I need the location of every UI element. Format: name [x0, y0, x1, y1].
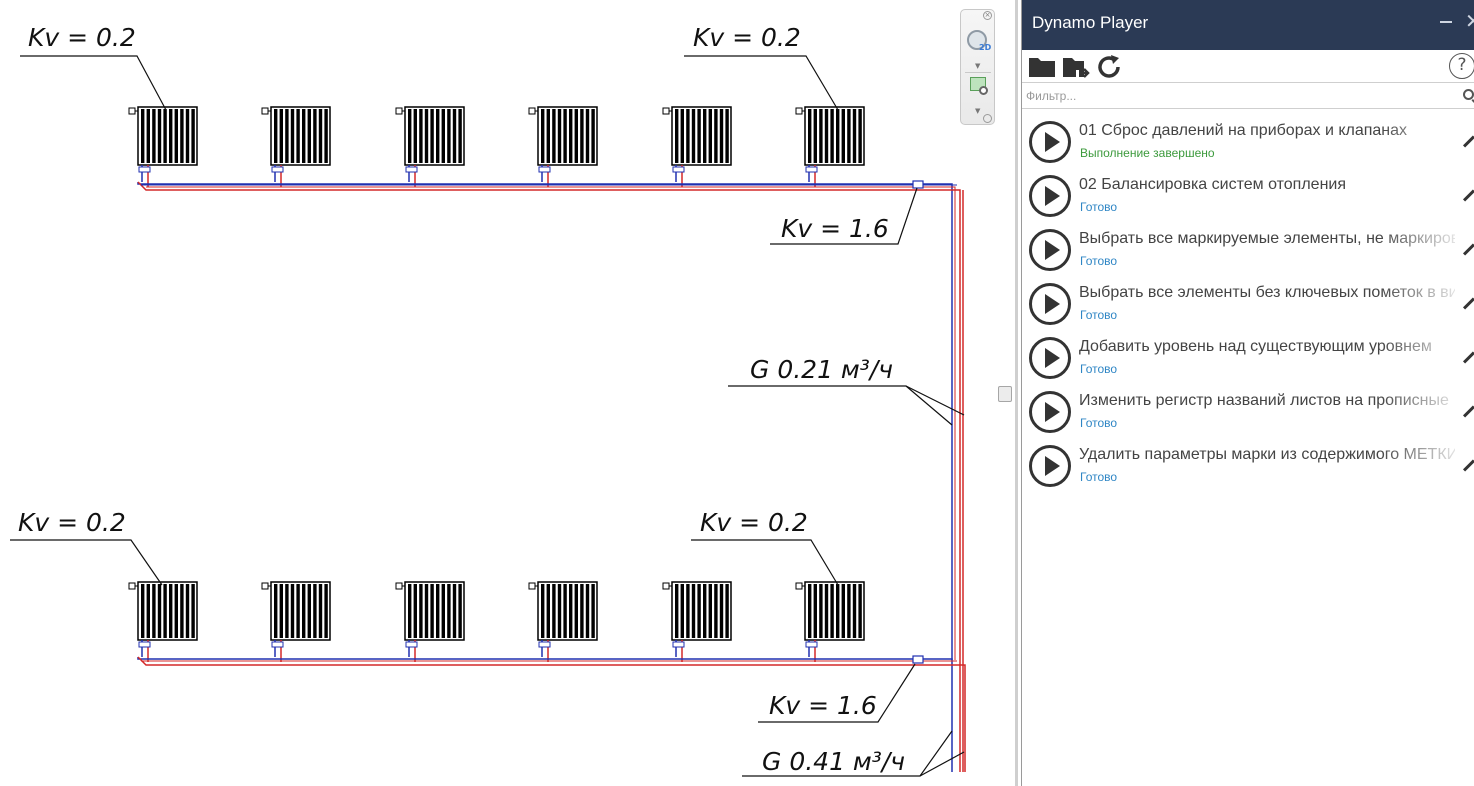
play-icon[interactable] [1029, 283, 1071, 325]
script-name: Удалить параметры марки из содержимого М… [1079, 446, 1455, 463]
navigation-bar[interactable]: × 2D ▼ ▼ [960, 9, 995, 125]
radiator [128, 106, 198, 187]
kv-label-bottom-right: Kv = 0.2 [700, 508, 808, 537]
play-icon[interactable] [1029, 229, 1071, 271]
radiator [261, 581, 331, 662]
kv-label-top-left: Kv = 0.2 [28, 23, 136, 52]
radiator [128, 581, 198, 662]
refresh-icon[interactable] [1096, 54, 1124, 80]
chevron-down-icon[interactable]: ▼ [975, 62, 981, 70]
balancing-valve [912, 180, 924, 189]
search-icon[interactable] [1463, 89, 1474, 100]
radiator-group [128, 106, 865, 662]
balancing-valve [912, 655, 924, 664]
leader-line [684, 55, 839, 111]
leader-line [10, 539, 163, 586]
kv-label-bottom-left: Kv = 0.2 [18, 508, 126, 537]
supply-pipe [146, 186, 956, 660]
radiator [395, 106, 465, 187]
supply-pipe [137, 181, 961, 772]
heating-system-drawing[interactable]: Kv = 0.2 Kv = 0.2 Kv = 1.6 G 0.21 м³/ч K… [0, 0, 996, 786]
script-name: Добавить уровень над существующим уровне… [1079, 338, 1432, 355]
script-name: Выбрать все маркируемые элементы, не мар… [1079, 230, 1455, 247]
script-name: Выбрать все элементы без ключевых помето… [1079, 284, 1455, 301]
help-icon[interactable]: ? [1449, 53, 1474, 79]
wheel-mode-label: 2D [979, 43, 992, 52]
radiator [795, 106, 865, 187]
script-status: Готово [1080, 362, 1118, 376]
kv-label-upper-valve: Kv = 1.6 [781, 214, 889, 243]
leader-line [919, 751, 965, 777]
play-icon[interactable] [1029, 121, 1071, 163]
steering-wheel-icon[interactable] [967, 30, 987, 50]
script-list: 01 Сброс давлений на приборах и клапанах… [1022, 109, 1474, 494]
player-title-bar[interactable]: Dynamo Player ✕ [1022, 0, 1474, 50]
filter-bar [1022, 83, 1474, 109]
flow-label-upper: G 0.21 м³/ч [750, 355, 893, 384]
chevron-down-icon[interactable]: ▼ [975, 107, 981, 115]
leader-lines [10, 55, 965, 777]
edit-icon[interactable] [1462, 189, 1474, 202]
edit-icon[interactable] [1462, 135, 1474, 148]
panel-splitter[interactable] [996, 0, 1018, 786]
dynamo-player-panel: Dynamo Player ✕ ? 01 Сброс давлений на [1021, 0, 1474, 786]
radiator [662, 106, 732, 187]
minimize-icon[interactable] [1440, 21, 1452, 23]
radiator [261, 106, 331, 187]
filter-input[interactable] [1026, 86, 1456, 106]
radiator [528, 106, 598, 187]
leader-line [758, 663, 916, 723]
edit-icon[interactable] [1462, 351, 1474, 364]
player-title: Dynamo Player [1032, 13, 1149, 32]
drawing-canvas[interactable]: Kv = 0.2 Kv = 0.2 Kv = 1.6 G 0.21 м³/ч K… [0, 0, 996, 786]
script-status: Готово [1080, 470, 1118, 484]
player-toolbar: ? [1022, 50, 1474, 83]
play-icon[interactable] [1029, 391, 1071, 433]
play-icon[interactable] [1029, 337, 1071, 379]
leader-line [905, 385, 965, 416]
close-icon[interactable]: × [983, 11, 992, 20]
script-item[interactable]: Выбрать все маркируемые элементы, не мар… [1022, 224, 1474, 278]
script-item[interactable]: Добавить уровень над существующим уровне… [1022, 332, 1474, 386]
folder-export-icon[interactable] [1062, 54, 1090, 80]
magnifier-icon [979, 86, 988, 95]
edit-icon[interactable] [1462, 297, 1474, 310]
script-item[interactable]: Удалить параметры марки из содержимого М… [1022, 440, 1474, 494]
radiator [795, 581, 865, 662]
play-icon[interactable] [1029, 445, 1071, 487]
script-status: Выполнение завершено [1080, 146, 1215, 160]
open-folder-icon[interactable] [1028, 54, 1056, 80]
annotation-labels: Kv = 0.2 Kv = 0.2 Kv = 1.6 G 0.21 м³/ч K… [18, 23, 905, 776]
kv-label-top-right: Kv = 0.2 [693, 23, 801, 52]
script-name: 01 Сброс давлений на приборах и клапанах [1079, 122, 1408, 139]
close-icon[interactable]: ✕ [1465, 9, 1474, 33]
flow-label-lower: G 0.41 м³/ч [762, 747, 905, 776]
pipe-network [137, 180, 966, 772]
script-name: 02 Балансировка систем отопления [1079, 176, 1346, 193]
radiator [395, 581, 465, 662]
divider [965, 72, 991, 73]
splitter-grip-handle[interactable] [998, 386, 1012, 402]
script-item[interactable]: Выбрать все элементы без ключевых помето… [1022, 278, 1474, 332]
script-status: Готово [1080, 416, 1118, 430]
leader-line [691, 539, 839, 586]
play-icon[interactable] [1029, 175, 1071, 217]
leader-line [20, 55, 167, 111]
radiator [662, 581, 732, 662]
edit-icon[interactable] [1462, 405, 1474, 418]
script-status: Готово [1080, 200, 1118, 214]
script-status: Готово [1080, 308, 1118, 322]
kv-label-lower-valve: Kv = 1.6 [769, 691, 877, 720]
radiator [528, 581, 598, 662]
script-name: Изменить регистр названий листов на проп… [1079, 392, 1449, 409]
leader-line [770, 187, 918, 245]
edit-icon[interactable] [1462, 459, 1474, 472]
script-item[interactable]: Изменить регистр названий листов на проп… [1022, 386, 1474, 440]
script-status: Готово [1080, 254, 1118, 268]
edit-icon[interactable] [1462, 243, 1474, 256]
customize-icon[interactable] [983, 114, 992, 123]
script-item[interactable]: 01 Сброс давлений на приборах и клапанах… [1022, 116, 1474, 170]
